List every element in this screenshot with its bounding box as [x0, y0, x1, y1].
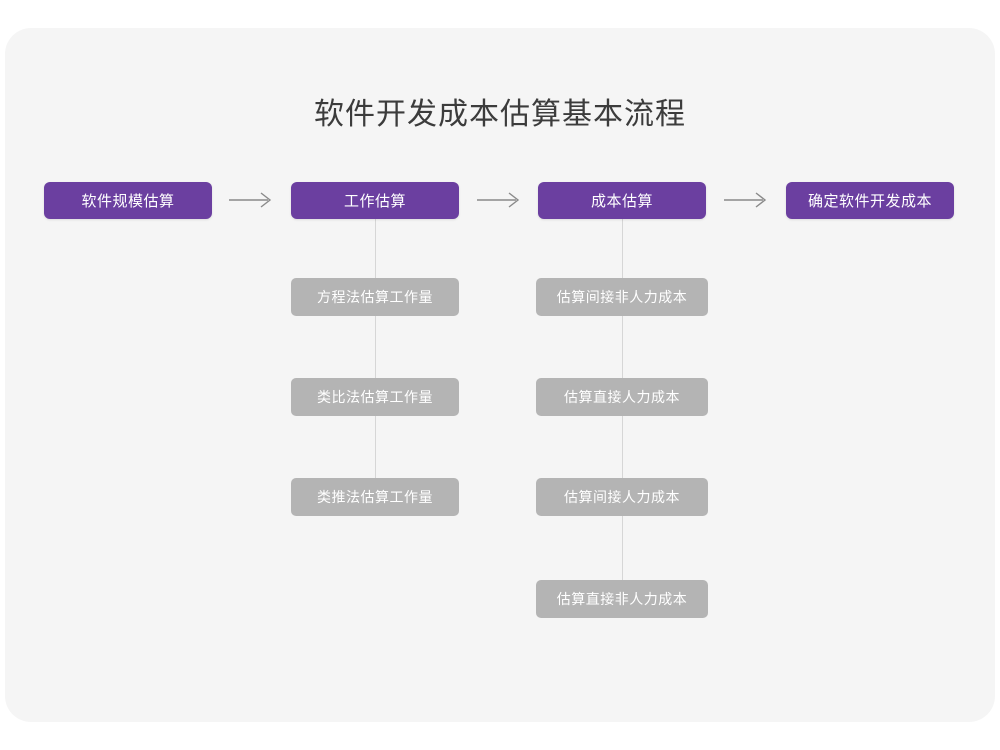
branch-item-direct-labor-cost[interactable]: 估算直接人力成本: [536, 378, 708, 416]
branch-item-equation-method[interactable]: 方程法估算工作量: [291, 278, 459, 316]
branch-item-indirect-nonlabor-cost[interactable]: 估算间接非人力成本: [536, 278, 708, 316]
diagram-card: [5, 28, 995, 722]
node-software-size-estimation[interactable]: 软件规模估算: [44, 182, 212, 219]
branch-item-indirect-labor-cost[interactable]: 估算间接人力成本: [536, 478, 708, 516]
arrow-right-icon-1: [228, 188, 276, 212]
arrow-right-icon-3: [723, 188, 771, 212]
branch-item-inference-method[interactable]: 类推法估算工作量: [291, 478, 459, 516]
branch-item-analogy-method[interactable]: 类比法估算工作量: [291, 378, 459, 416]
branch-item-direct-nonlabor-cost[interactable]: 估算直接非人力成本: [536, 580, 708, 618]
node-cost-estimation[interactable]: 成本估算: [538, 182, 706, 219]
node-determine-development-cost[interactable]: 确定软件开发成本: [786, 182, 954, 219]
arrow-right-icon-2: [476, 188, 524, 212]
node-work-estimation[interactable]: 工作估算: [291, 182, 459, 219]
connector-line-effort: [375, 218, 376, 482]
page-title: 软件开发成本估算基本流程: [314, 98, 686, 131]
